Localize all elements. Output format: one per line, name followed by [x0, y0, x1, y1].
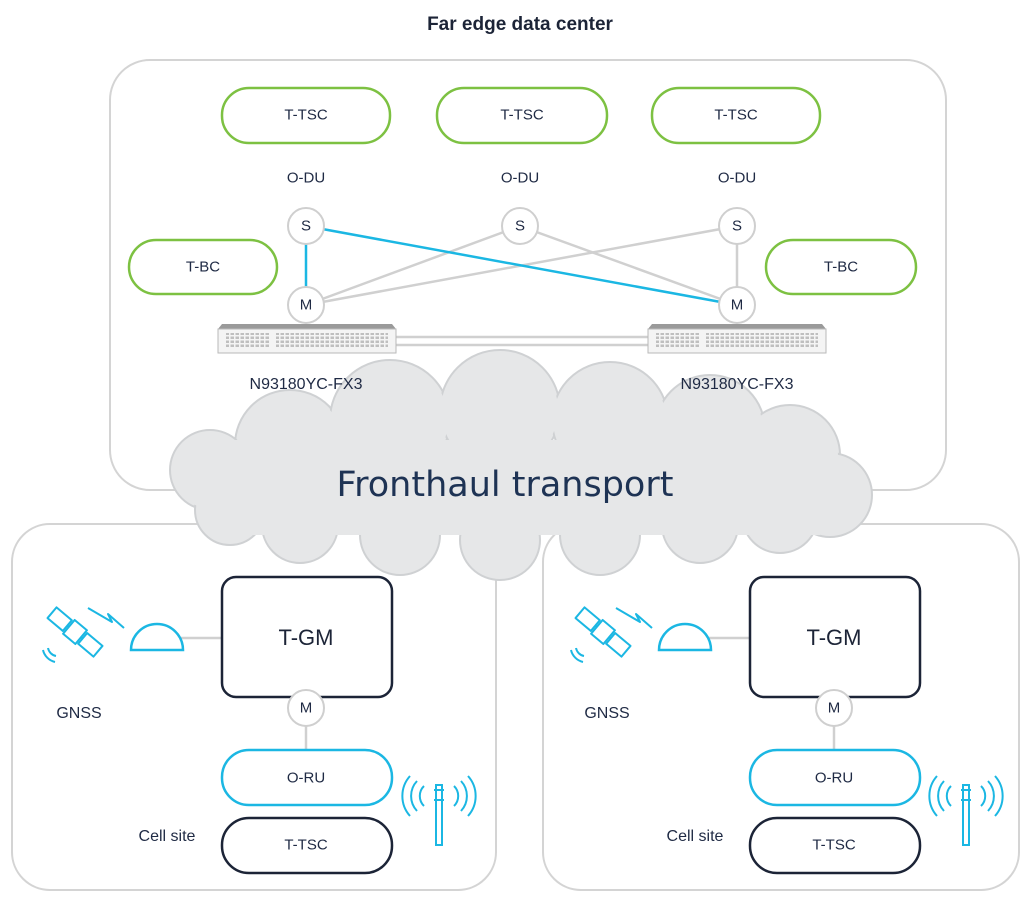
t-tsc-label-cell-right: T-TSC: [812, 836, 856, 854]
gnss-label-left: GNSS: [56, 705, 102, 722]
m-port-gm-label-right: M: [827, 699, 841, 717]
s-port-1: [287, 207, 325, 245]
t-tsc-label-1: T-TSC: [284, 106, 328, 124]
o-du-label-3: O-DU: [717, 169, 757, 187]
m-port-right: [718, 286, 756, 324]
m-port-gm-label-left: M: [299, 699, 313, 717]
switch-right-model: N93180YC-FX3: [680, 376, 794, 393]
t-tsc-box-cell-right: [748, 816, 922, 875]
t-bc-box-left: [127, 238, 279, 296]
o-ru-box-right: [748, 748, 922, 807]
s-port-label-3: S: [731, 217, 743, 235]
t-gm-label-left: T-GM: [278, 625, 334, 650]
o-ru-label-right: O-RU: [814, 769, 854, 787]
m-port-left: [287, 286, 325, 324]
t-tsc-label-cell-left: T-TSC: [284, 836, 328, 854]
t-gm-label-right: T-GM: [806, 625, 862, 650]
t-bc-label-right: T-BC: [823, 258, 859, 276]
t-tsc-box-cell-left: [220, 816, 394, 875]
s-port-label-1: S: [300, 217, 312, 235]
t-tsc-label-2: T-TSC: [500, 106, 544, 124]
t-tsc-label-3: T-TSC: [714, 106, 758, 124]
gnss-dish-icon-right: [657, 622, 713, 652]
gnss-label-right: GNSS: [584, 705, 630, 722]
m-port-label-left: M: [299, 296, 313, 314]
o-ru-box-left: [220, 748, 394, 807]
diagram-title: Far edge data center: [427, 14, 613, 35]
switch-left: [217, 324, 397, 354]
s-port-3: [718, 207, 756, 245]
m-port-gm-right: [815, 689, 853, 727]
o-ru-label-left: O-RU: [286, 769, 326, 787]
m-port-gm-left: [287, 689, 325, 727]
t-bc-box-right: [764, 238, 918, 296]
t-tsc-box-1: [220, 86, 392, 145]
t-tsc-box-3: [650, 86, 822, 145]
t-tsc-box-2: [435, 86, 609, 145]
satellite-icon-left: [42, 606, 125, 663]
cell-site-label-right: Cell site: [666, 828, 724, 845]
t-bc-label-left: T-BC: [185, 258, 221, 276]
cell-tower-icon-left: [401, 775, 477, 846]
gnss-dish-icon-left: [129, 622, 185, 652]
o-du-label-1: O-DU: [286, 169, 326, 187]
s-port-2: [501, 207, 539, 245]
cell-tower-icon-right: [928, 775, 1004, 846]
fronthaul-transport-label: Fronthaul transport: [336, 465, 674, 505]
s-port-label-2: S: [514, 217, 526, 235]
o-du-label-2: O-DU: [500, 169, 540, 187]
switch-left-model: N93180YC-FX3: [249, 376, 363, 393]
m-port-label-right: M: [730, 296, 744, 314]
satellite-icon-right: [570, 606, 653, 663]
switch-right: [647, 324, 827, 354]
cell-site-label-left: Cell site: [138, 828, 196, 845]
